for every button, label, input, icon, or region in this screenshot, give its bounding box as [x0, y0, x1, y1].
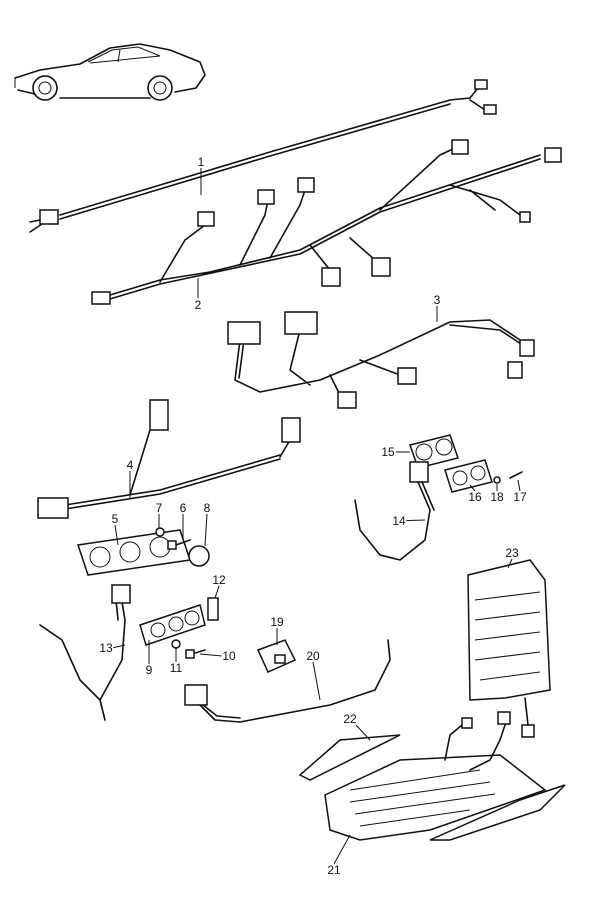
- part-23-backrest-heater: [467, 559, 551, 738]
- part-4-harness: [37, 399, 301, 519]
- callout-12[interactable]: 12: [211, 573, 227, 587]
- part-19-relay: [256, 639, 297, 673]
- callout-10[interactable]: 10: [221, 649, 237, 663]
- parts-21-22-seat-heater: [298, 711, 566, 841]
- callout-16[interactable]: 16: [467, 490, 483, 504]
- parts-6-7-8-hardware: [155, 527, 210, 567]
- callout-2[interactable]: 2: [193, 298, 203, 312]
- callout-7[interactable]: 7: [154, 501, 164, 515]
- part-1-harness: [29, 79, 497, 233]
- callout-18[interactable]: 18: [489, 490, 505, 504]
- callout-6[interactable]: 6: [178, 501, 188, 515]
- callout-13[interactable]: 13: [98, 641, 114, 655]
- callout-3[interactable]: 3: [432, 293, 442, 307]
- part-3-harness: [227, 311, 535, 409]
- leader-lines: [111, 168, 521, 865]
- callout-22[interactable]: 22: [342, 712, 358, 726]
- callout-15[interactable]: 15: [380, 445, 396, 459]
- part-20-harness: [184, 639, 391, 723]
- callout-20[interactable]: 20: [305, 649, 321, 663]
- callout-11[interactable]: 11: [168, 661, 184, 675]
- parts-9-12-panel: [139, 597, 219, 659]
- callout-9[interactable]: 9: [144, 663, 154, 677]
- part-5-switch-panel: [39, 529, 191, 721]
- callout-14[interactable]: 14: [391, 514, 407, 528]
- car-illustration: [14, 43, 206, 101]
- callout-5[interactable]: 5: [110, 512, 120, 526]
- part-2-harness: [91, 139, 562, 305]
- callout-21[interactable]: 21: [326, 863, 342, 877]
- callout-17[interactable]: 17: [512, 490, 528, 504]
- callout-23[interactable]: 23: [504, 546, 520, 560]
- callout-8[interactable]: 8: [202, 501, 212, 515]
- callout-19[interactable]: 19: [269, 615, 285, 629]
- callout-1[interactable]: 1: [196, 155, 206, 169]
- parts-14-18-switch: [354, 434, 523, 561]
- callout-4[interactable]: 4: [125, 458, 135, 472]
